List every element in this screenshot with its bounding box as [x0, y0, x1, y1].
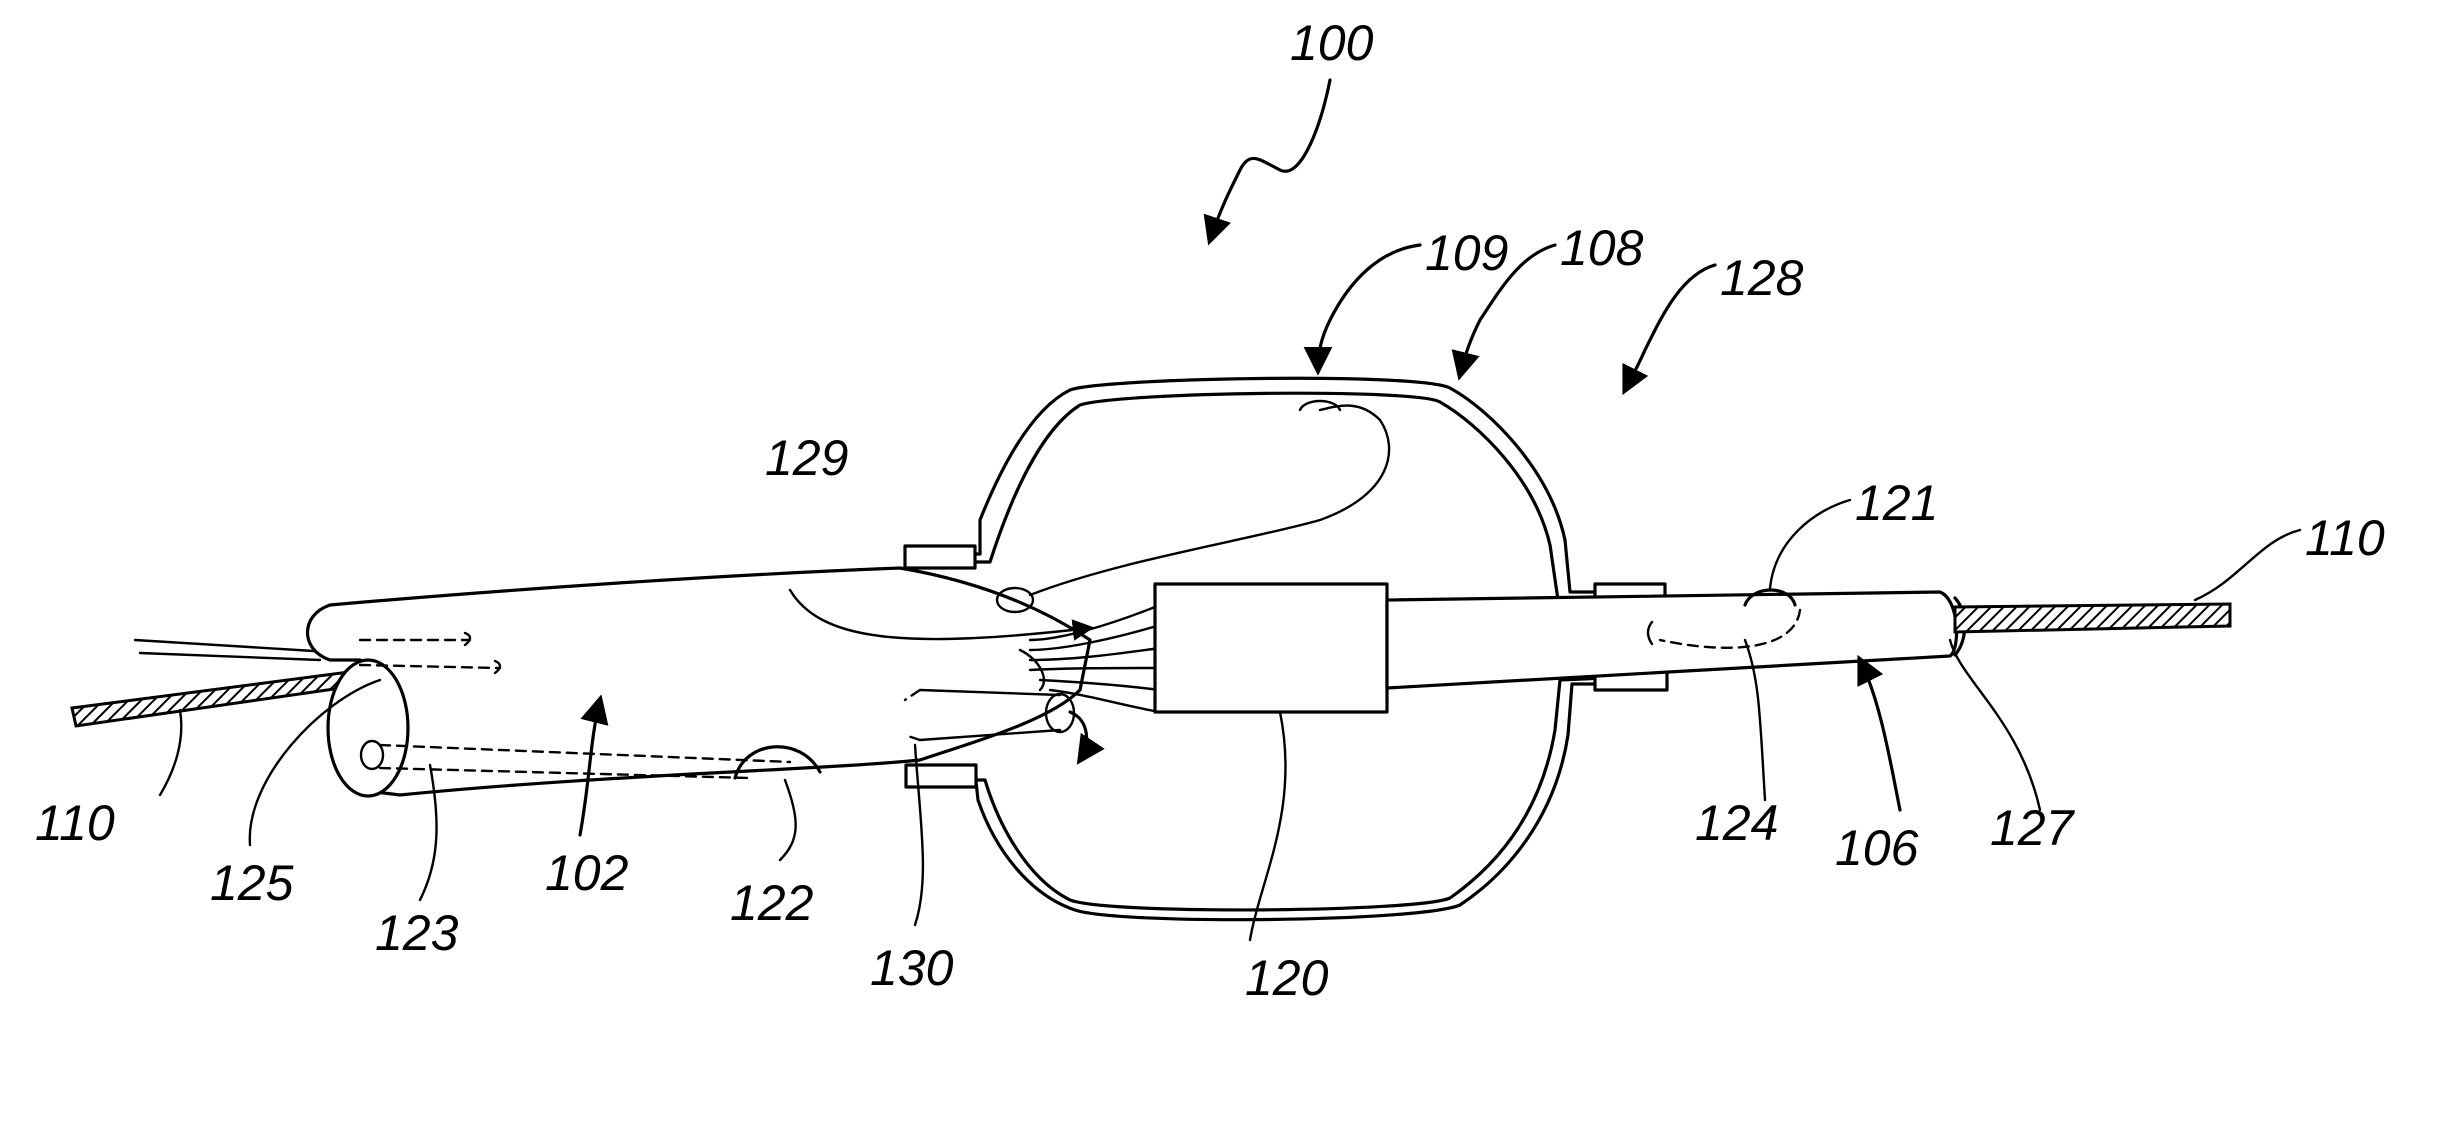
label-127: 127 — [1990, 800, 2076, 856]
label-121: 121 — [1855, 475, 1938, 531]
distal-shaft-106 — [1387, 590, 1965, 688]
upper-loop — [905, 378, 1665, 606]
label-110-left: 110 — [35, 795, 115, 851]
label-106: 106 — [1835, 820, 1919, 876]
port-wire — [1030, 406, 1389, 595]
label-109: 109 — [1425, 225, 1508, 281]
label-108: 108 — [1560, 220, 1644, 276]
label-130: 130 — [870, 940, 954, 996]
catheter-body-102 — [308, 568, 1091, 796]
label-124: 124 — [1695, 795, 1778, 851]
label-129: 129 — [765, 430, 848, 486]
label-122: 122 — [730, 875, 814, 931]
guidewire-right — [1955, 604, 2230, 632]
label-125: 125 — [210, 855, 294, 911]
label-123: 123 — [375, 905, 459, 961]
lead-wires-left — [135, 640, 330, 660]
element-120 — [1155, 584, 1387, 712]
label-120: 120 — [1245, 950, 1329, 1006]
label-128: 128 — [1720, 250, 1804, 306]
label-110-right: 110 — [2305, 510, 2385, 566]
label-102: 102 — [545, 845, 629, 901]
label-100: 100 — [1290, 15, 1374, 71]
